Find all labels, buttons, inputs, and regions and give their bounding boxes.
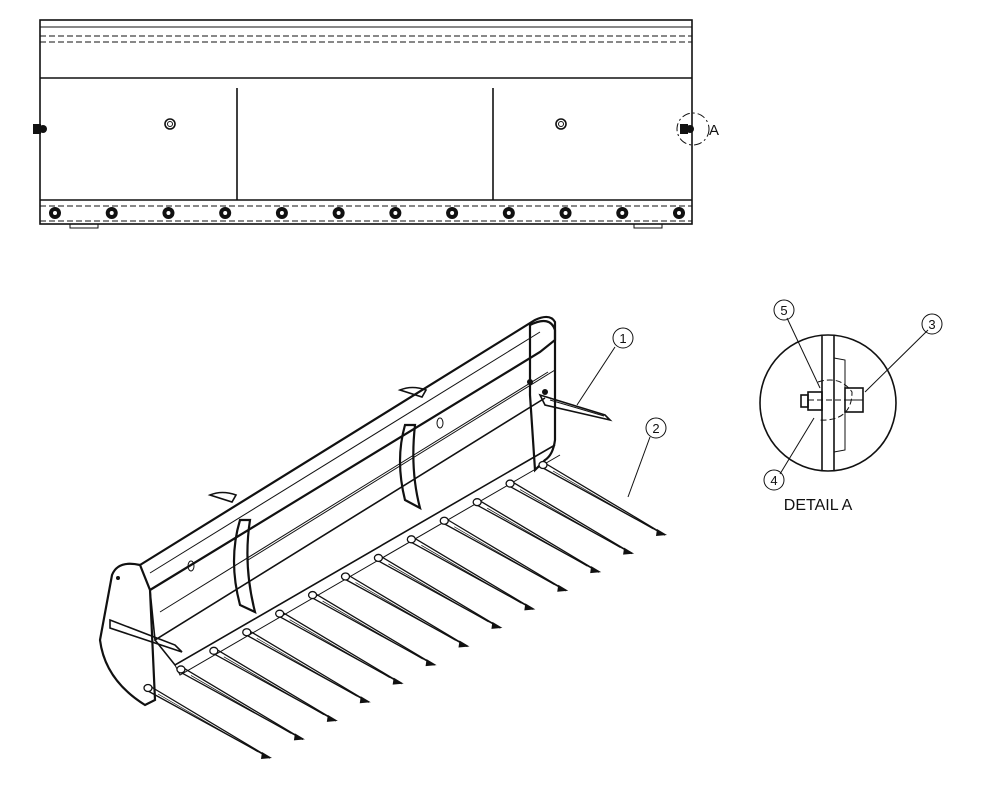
svg-text:4: 4 bbox=[770, 473, 777, 488]
top-view: A bbox=[33, 19, 719, 229]
tine-group bbox=[143, 460, 667, 759]
callout-1: 1 bbox=[612, 327, 634, 349]
detail-a-circle bbox=[759, 334, 897, 472]
tine bbox=[538, 460, 667, 536]
tine-bolt bbox=[502, 207, 515, 219]
side-bolt-left bbox=[33, 124, 47, 134]
tine bbox=[242, 628, 371, 704]
right-end-plate bbox=[528, 319, 557, 473]
detail-marker: A bbox=[709, 122, 719, 139]
tine bbox=[176, 665, 305, 741]
svg-text:1: 1 bbox=[619, 331, 626, 346]
top-view-frame bbox=[39, 19, 693, 225]
tine bbox=[439, 516, 569, 592]
callout-4: 4 bbox=[763, 469, 785, 491]
side-tine-right bbox=[538, 393, 613, 422]
tine bbox=[340, 572, 470, 648]
left-end-plate bbox=[98, 562, 157, 707]
tine-bolt bbox=[673, 207, 685, 219]
side-bolt-right bbox=[680, 124, 694, 134]
callout-balloons: 1 2 3 4 5 bbox=[576, 299, 943, 498]
detail-a-view: DETAIL A bbox=[759, 317, 929, 514]
callout-2: 2 bbox=[645, 417, 667, 439]
tine bbox=[209, 646, 338, 722]
tine bbox=[373, 553, 503, 629]
tine-bolt bbox=[105, 207, 118, 219]
detail-title: DETAIL A bbox=[784, 497, 853, 514]
wall-hole bbox=[436, 417, 444, 429]
nut bbox=[807, 391, 823, 411]
side-tine-left bbox=[109, 618, 183, 653]
tine-bolt bbox=[162, 207, 175, 219]
tine-bolt bbox=[559, 207, 572, 219]
gusset-left bbox=[232, 518, 257, 614]
tine-bolt-row bbox=[49, 207, 685, 219]
tine-bolt bbox=[275, 207, 288, 219]
tine-bolt bbox=[446, 207, 459, 219]
wall-bolt bbox=[555, 118, 567, 130]
tine-bolt bbox=[616, 207, 629, 219]
tine-bolt bbox=[332, 207, 345, 219]
wall-hole bbox=[187, 560, 195, 572]
tine-bolt bbox=[389, 207, 402, 219]
detail-circle bbox=[676, 112, 710, 146]
tine bbox=[143, 683, 272, 759]
wall-bolt bbox=[164, 118, 176, 130]
svg-text:2: 2 bbox=[652, 421, 659, 436]
tine bbox=[472, 498, 602, 574]
tine-bolt bbox=[49, 207, 61, 219]
callout-5: 5 bbox=[773, 299, 795, 321]
gusset-right bbox=[398, 423, 422, 511]
svg-text:5: 5 bbox=[780, 303, 787, 318]
tine bbox=[505, 479, 635, 555]
svg-text:3: 3 bbox=[928, 317, 935, 332]
tine bbox=[307, 590, 437, 667]
callout-3: 3 bbox=[921, 313, 943, 335]
tine bbox=[406, 535, 536, 611]
tine bbox=[275, 609, 404, 685]
isometric-view bbox=[98, 315, 667, 759]
tine-bolt bbox=[219, 207, 232, 219]
